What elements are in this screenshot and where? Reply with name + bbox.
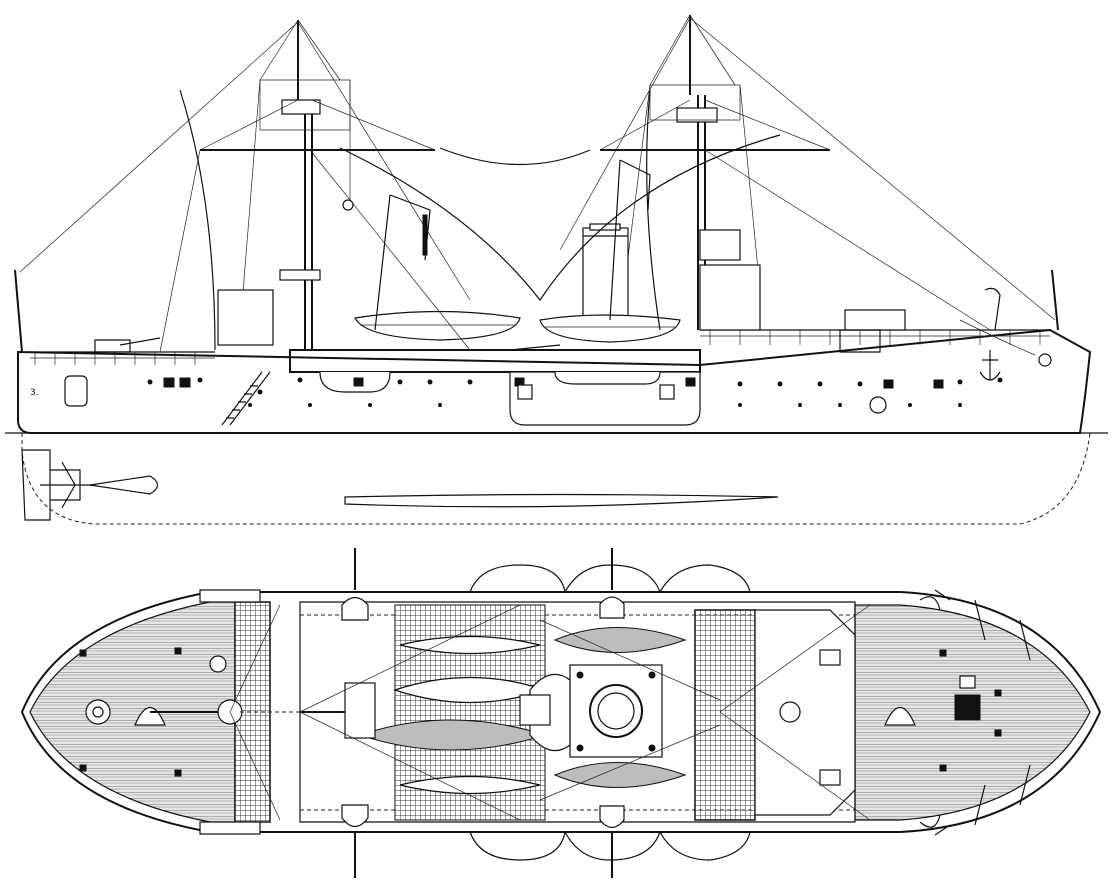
deck-boat-4 [399, 775, 541, 795]
capstans [85, 655, 981, 739]
deck-fittings-side [94, 264, 1001, 414]
deck-hull-outline [20, 591, 1102, 833]
hawse-pipe [1038, 353, 1052, 367]
rigging-plan [229, 604, 871, 821]
deck-fittings-plan [79, 647, 1002, 786]
rigging-stays [19, 17, 1056, 353]
rudder-propeller [21, 449, 159, 521]
funnel [582, 223, 629, 321]
bow-anchor [979, 350, 1001, 381]
boat-aft [354, 310, 521, 341]
deck-boat-1 [399, 635, 541, 655]
sponsons-plan [469, 564, 751, 861]
hull-underwater [21, 432, 1091, 525]
gun-ports [163, 377, 944, 400]
deck-boat-5 [553, 627, 687, 653]
ensign-staff [14, 269, 23, 353]
deck-boat-6 [553, 762, 687, 788]
lower-casemate [509, 371, 701, 426]
anchors-plan [919, 589, 1031, 836]
midship-superstructure [299, 601, 856, 823]
sponson-mid [554, 371, 661, 385]
boat-crane-fore [609, 159, 651, 321]
stern-boat-stbd [199, 821, 261, 835]
deck-plan [20, 548, 1102, 878]
stern-gun [64, 375, 88, 407]
guns-plan [134, 548, 916, 878]
portholes [147, 377, 1003, 407]
boat-crane-aft [374, 194, 431, 331]
bilge-keel [344, 493, 779, 508]
rails [34, 330, 1041, 365]
side-elevation: 3. [5, 14, 1108, 525]
accommodation-ladder [221, 371, 271, 426]
funnel-plan [529, 664, 663, 758]
hull-upper [17, 328, 1092, 434]
jack-staff [1051, 269, 1059, 331]
hull-number-label: 3. [30, 388, 39, 398]
stern-boat-port [199, 589, 261, 603]
fore-bridge-deck [694, 609, 756, 821]
boat-mid [539, 314, 681, 343]
mainmast [199, 19, 436, 350]
